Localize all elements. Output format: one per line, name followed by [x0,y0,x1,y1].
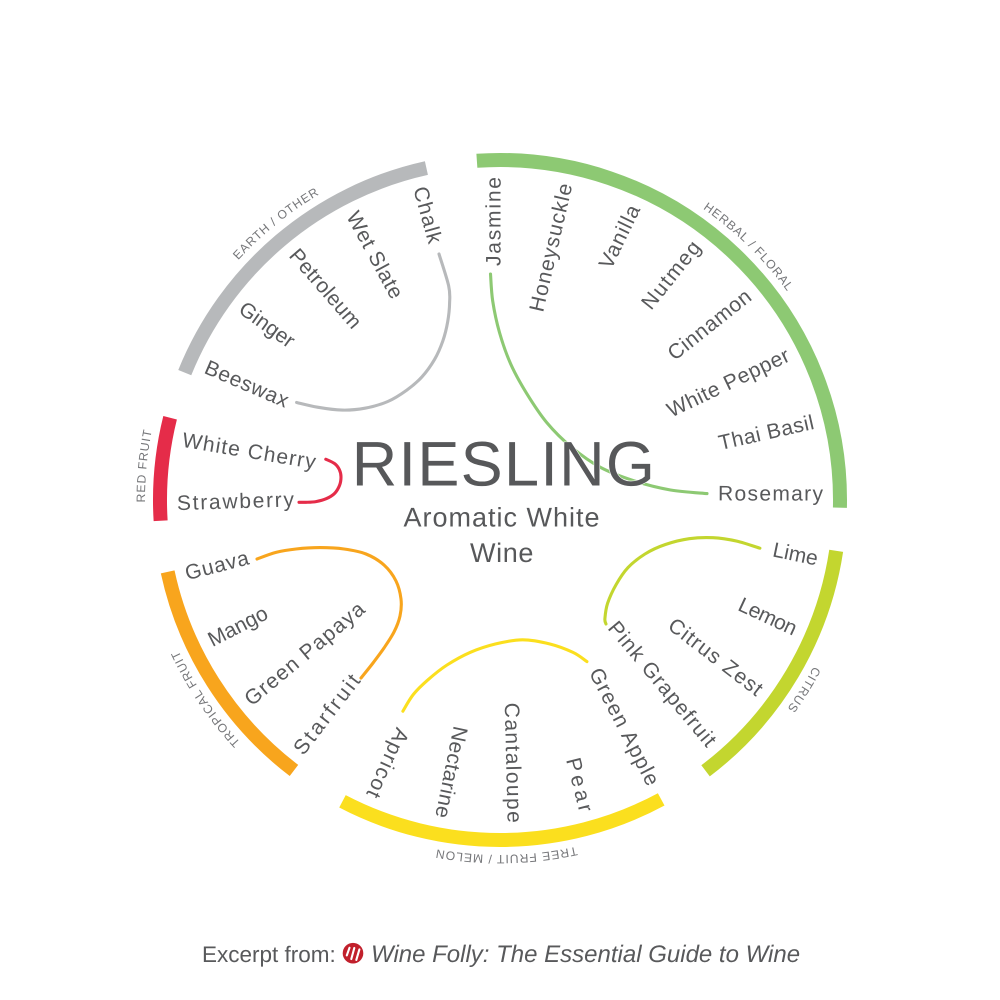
svg-text:Excerpt from:: Excerpt from: [202,942,336,967]
svg-text:Wine: Wine [470,538,534,568]
svg-text:Strawberry: Strawberry [177,488,295,515]
svg-text:RIESLING: RIESLING [352,430,656,500]
svg-text:Jasmine: Jasmine [482,177,505,266]
svg-text:Wine Folly: The Essential Guid: Wine Folly: The Essential Guide to Wine [371,941,800,968]
svg-text:Rosemary: Rosemary [718,482,824,505]
svg-text:Aromatic White: Aromatic White [403,503,600,533]
svg-text:Cantaloupe: Cantaloupe [500,703,526,824]
